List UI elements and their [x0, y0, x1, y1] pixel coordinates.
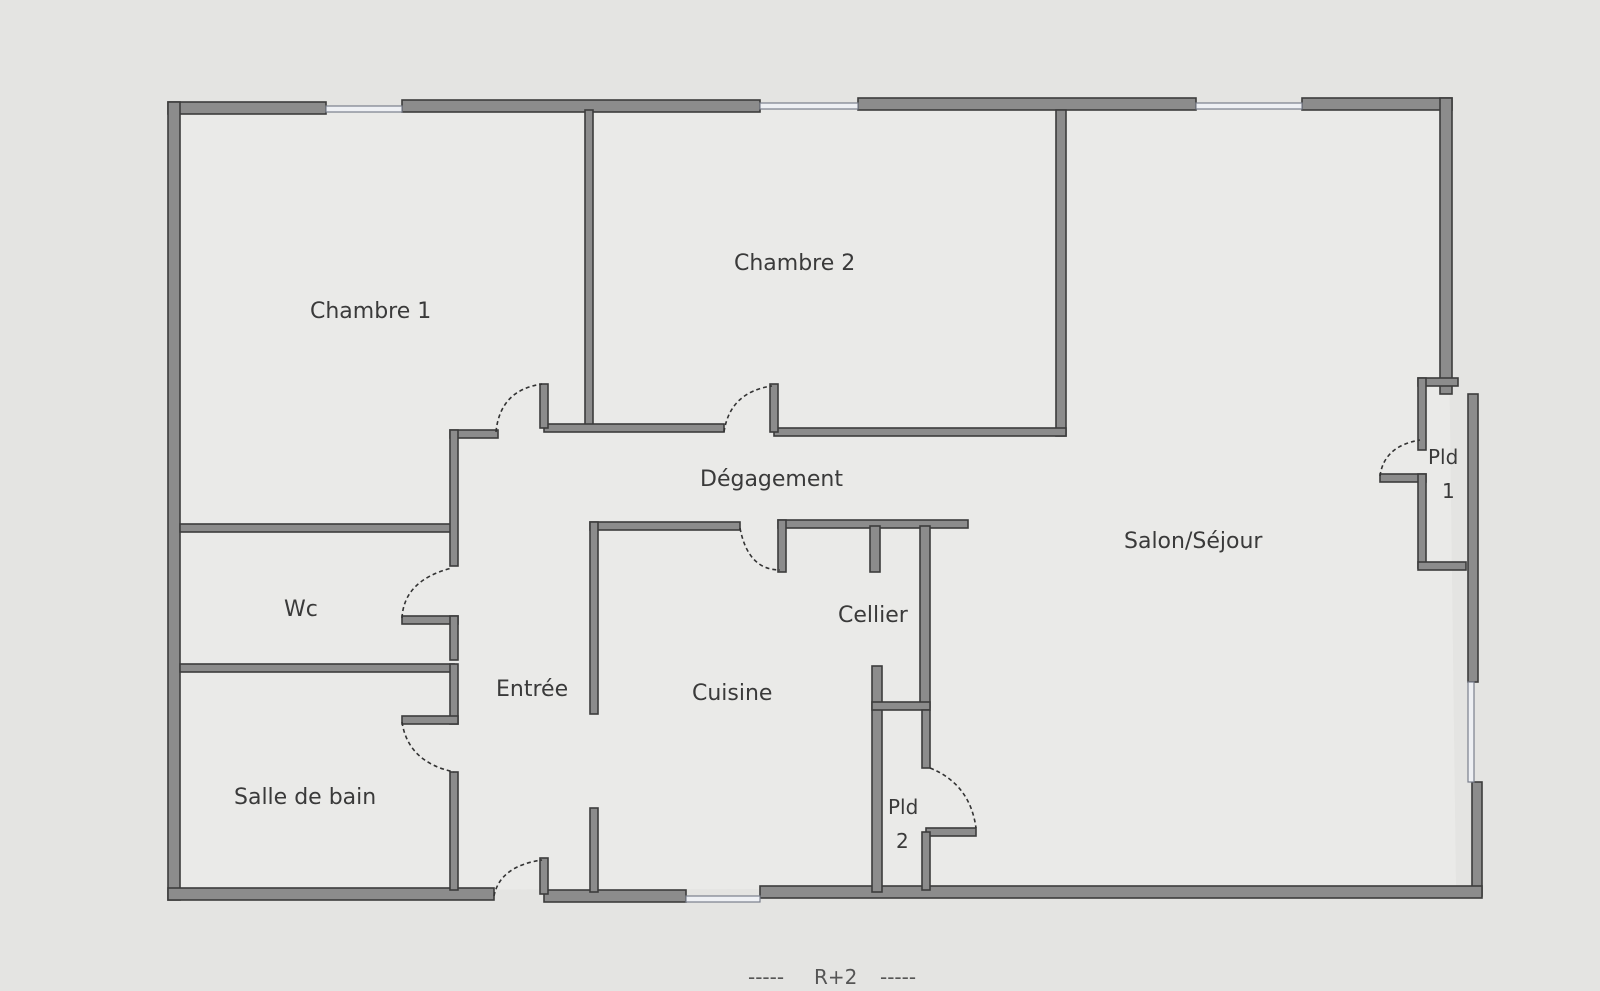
room-label-cellier: Cellier — [838, 603, 909, 628]
wall-pld2-door-stub — [925, 827, 977, 837]
door-pld2 — [929, 767, 977, 829]
exterior-wall-top-1 — [167, 101, 327, 115]
exterior-wall-bottom-3 — [759, 885, 1483, 899]
door-chambre2 — [723, 385, 773, 433]
wall-chambre2-bottom — [773, 427, 1067, 437]
wall-cellier-stub — [869, 525, 881, 573]
room-label-salle-de-bain: Salle de bain — [234, 785, 376, 810]
level-dashes-left: ----- — [748, 965, 784, 989]
wall-pld1-left-upper — [1417, 377, 1427, 451]
wall-door-jamb-chambre1 — [539, 383, 549, 429]
wall-pld1-bottom — [1417, 561, 1467, 571]
exterior-wall-bottom-1 — [167, 887, 495, 901]
level-indicator: ----- R+2 ----- — [748, 965, 916, 989]
wall-chambre2-right — [1055, 109, 1067, 437]
door-chambre1 — [495, 383, 543, 433]
window-salon-top — [1195, 102, 1303, 110]
wall-bain-door-stub — [401, 715, 459, 725]
room-label-wc: Wc — [284, 597, 318, 622]
wall-chambre1-bottom — [543, 423, 725, 433]
room-label-chambre1: Chambre 1 — [310, 299, 431, 324]
wall-chambre1-wc — [179, 523, 455, 533]
wall-pld2-right-bottom — [921, 831, 931, 891]
wall-entree-left-4 — [449, 771, 459, 891]
door-wc — [401, 567, 453, 619]
door-pld1 — [1379, 439, 1421, 477]
room-label-entree: Entrée — [496, 677, 568, 702]
door-salle-de-bain — [401, 721, 455, 773]
wall-cuisine-door-jamb — [777, 519, 787, 573]
window-salon-right — [1467, 681, 1475, 783]
room-label-pld1-line1: Pld — [1428, 445, 1458, 469]
room-label-degagement: Dégagement — [700, 467, 843, 492]
wall-chambre1-chambre2 — [584, 109, 594, 431]
exterior-wall-right-1 — [1439, 97, 1453, 395]
window-chambre1 — [325, 105, 403, 113]
window-cuisine — [685, 895, 761, 903]
wall-wc-bain — [179, 663, 455, 673]
wall-cellier-pld-divider — [871, 701, 931, 711]
wall-entree-left-3 — [449, 663, 459, 725]
exterior-wall-bottom-2 — [543, 889, 687, 903]
windows — [325, 102, 1475, 903]
exterior-wall-top-3 — [857, 97, 1197, 111]
room-label-pld1-line2: 1 — [1442, 479, 1455, 503]
floor-area — [176, 110, 1456, 890]
wall-entrance-jamb — [539, 857, 549, 895]
room-label-cuisine: Cuisine — [692, 681, 772, 706]
room-label-salon: Salon/Séjour — [1124, 529, 1263, 554]
wall-cuisine-top-left — [589, 521, 741, 531]
wall-entree-left-2 — [449, 615, 459, 661]
wall-pld1-left-lower — [1417, 473, 1427, 569]
wall-cellier-left — [871, 665, 883, 893]
walls — [167, 97, 1483, 903]
wall-door-jamb-chambre2 — [769, 383, 779, 433]
level-label: R+2 — [814, 965, 857, 989]
exterior-wall-right-2 — [1467, 393, 1479, 683]
exterior-wall-top-2 — [401, 99, 761, 113]
room-label-chambre2: Chambre 2 — [734, 251, 855, 276]
exterior-wall-left — [167, 101, 181, 901]
room-labels: Chambre 1 Chambre 2 Dégagement Salon/Séj… — [234, 251, 1458, 853]
window-chambre2 — [759, 102, 859, 110]
exterior-wall-right-3 — [1471, 781, 1483, 897]
room-label-pld2-line1: Pld — [888, 795, 918, 819]
wall-cuisine-left — [589, 521, 599, 715]
door-cuisine — [739, 527, 781, 571]
wall-entree-left-1 — [449, 429, 459, 567]
wall-pld2-right — [921, 709, 931, 769]
level-dashes-right: ----- — [880, 965, 916, 989]
wall-cuisine-left-bottom — [589, 807, 599, 893]
wall-cellier-right — [919, 525, 931, 709]
doors — [401, 383, 1421, 897]
door-entrance — [493, 859, 543, 897]
exterior-wall-top-4 — [1301, 97, 1453, 111]
room-label-pld2-line2: 2 — [896, 829, 909, 853]
